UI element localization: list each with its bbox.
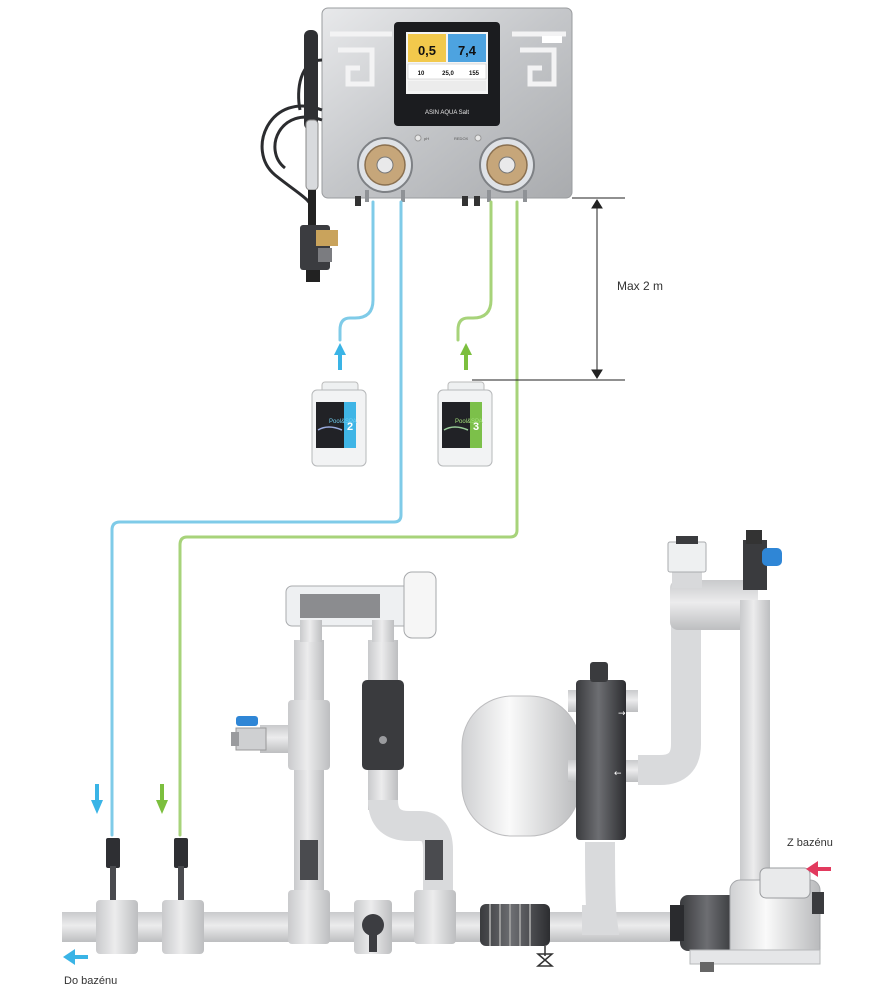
flow-arrow-blue-up: [334, 343, 346, 370]
canister-number: 2: [347, 421, 353, 433]
chemical-canister-blue: Pool&SPA 2: [311, 381, 367, 467]
canister-brand: Pool&SPA: [329, 419, 357, 425]
dosing-controller: 0,5 7,4 10 25,0 155 ASIN AQUA Salt pH RE…: [321, 7, 573, 206]
sensor-probe-box: [667, 541, 707, 573]
display-sub-value-2: 25,0: [442, 71, 454, 77]
brand-badge: [542, 36, 562, 43]
probe-cable-sleeve: [304, 30, 318, 130]
display-tile-left: [408, 34, 446, 62]
display-value-right: 7,4: [458, 43, 477, 58]
height-dimension: [472, 197, 625, 381]
pool-pump: [670, 867, 824, 972]
salt-cell-branch: [231, 640, 456, 954]
flow-cell-outlet: [318, 248, 332, 262]
pump-left-led: [414, 134, 422, 142]
from-pool-label: Z bazénu: [787, 837, 833, 849]
greek-key-pattern: [330, 31, 566, 87]
ball-valve-blue: [762, 548, 782, 566]
flow-arrow-red-in: [806, 861, 831, 877]
flow-arrow-green-up: [460, 343, 472, 370]
pump-left-label: pH: [424, 136, 429, 141]
display-sub-value-1: 10: [418, 71, 425, 77]
valve-port-arrow-icon: ←: [614, 769, 622, 779]
injection-tees: [96, 900, 204, 954]
display-status-row: [408, 81, 486, 91]
flow-arrow-green-down: [156, 784, 168, 814]
pre-filter-strainer: [480, 904, 555, 967]
injection-valve-green: [174, 838, 188, 900]
flow-arrow-blue-down: [91, 784, 103, 814]
probe-holder-assembly: [260, 30, 338, 282]
flow-arrow-blue-out: [63, 949, 88, 965]
flow-cell-fitting: [316, 230, 338, 246]
peristaltic-pump-left: [357, 137, 413, 202]
valve-port-arrow-icon: →: [618, 709, 626, 719]
probe-body: [308, 190, 316, 225]
display-sub-value-3: 155: [469, 71, 480, 77]
pump-right-led: [474, 134, 482, 142]
to-pool-label: Do bazénu: [64, 975, 117, 987]
controller-brand: ASIN AQUA Salt: [425, 110, 469, 116]
multiport-valve: [576, 680, 626, 840]
pump-right-label: REDOX: [454, 136, 469, 141]
peristaltic-pump-right: [479, 137, 535, 202]
cable-glands: [355, 196, 480, 206]
return-column: [638, 530, 782, 880]
suction-lines: [110, 200, 519, 837]
ball-valve-blue: [231, 716, 267, 751]
chemical-canister-green: Pool&SPA 3: [437, 381, 493, 467]
display-sub-row: [407, 63, 487, 80]
electrode-probe: [305, 119, 319, 191]
display-tile-right: [448, 34, 486, 62]
max-height-label: Max 2 m: [617, 279, 663, 293]
canister-brand: Pool&SPA: [455, 419, 483, 425]
canister-number: 3: [473, 421, 479, 433]
shutoff-valve-body: [743, 540, 767, 590]
salt-chlorinator-cell: [285, 571, 437, 642]
display-value-left: 0,5: [418, 43, 436, 58]
injection-valve-blue: [106, 838, 120, 900]
sand-filter: → ←: [461, 662, 638, 935]
